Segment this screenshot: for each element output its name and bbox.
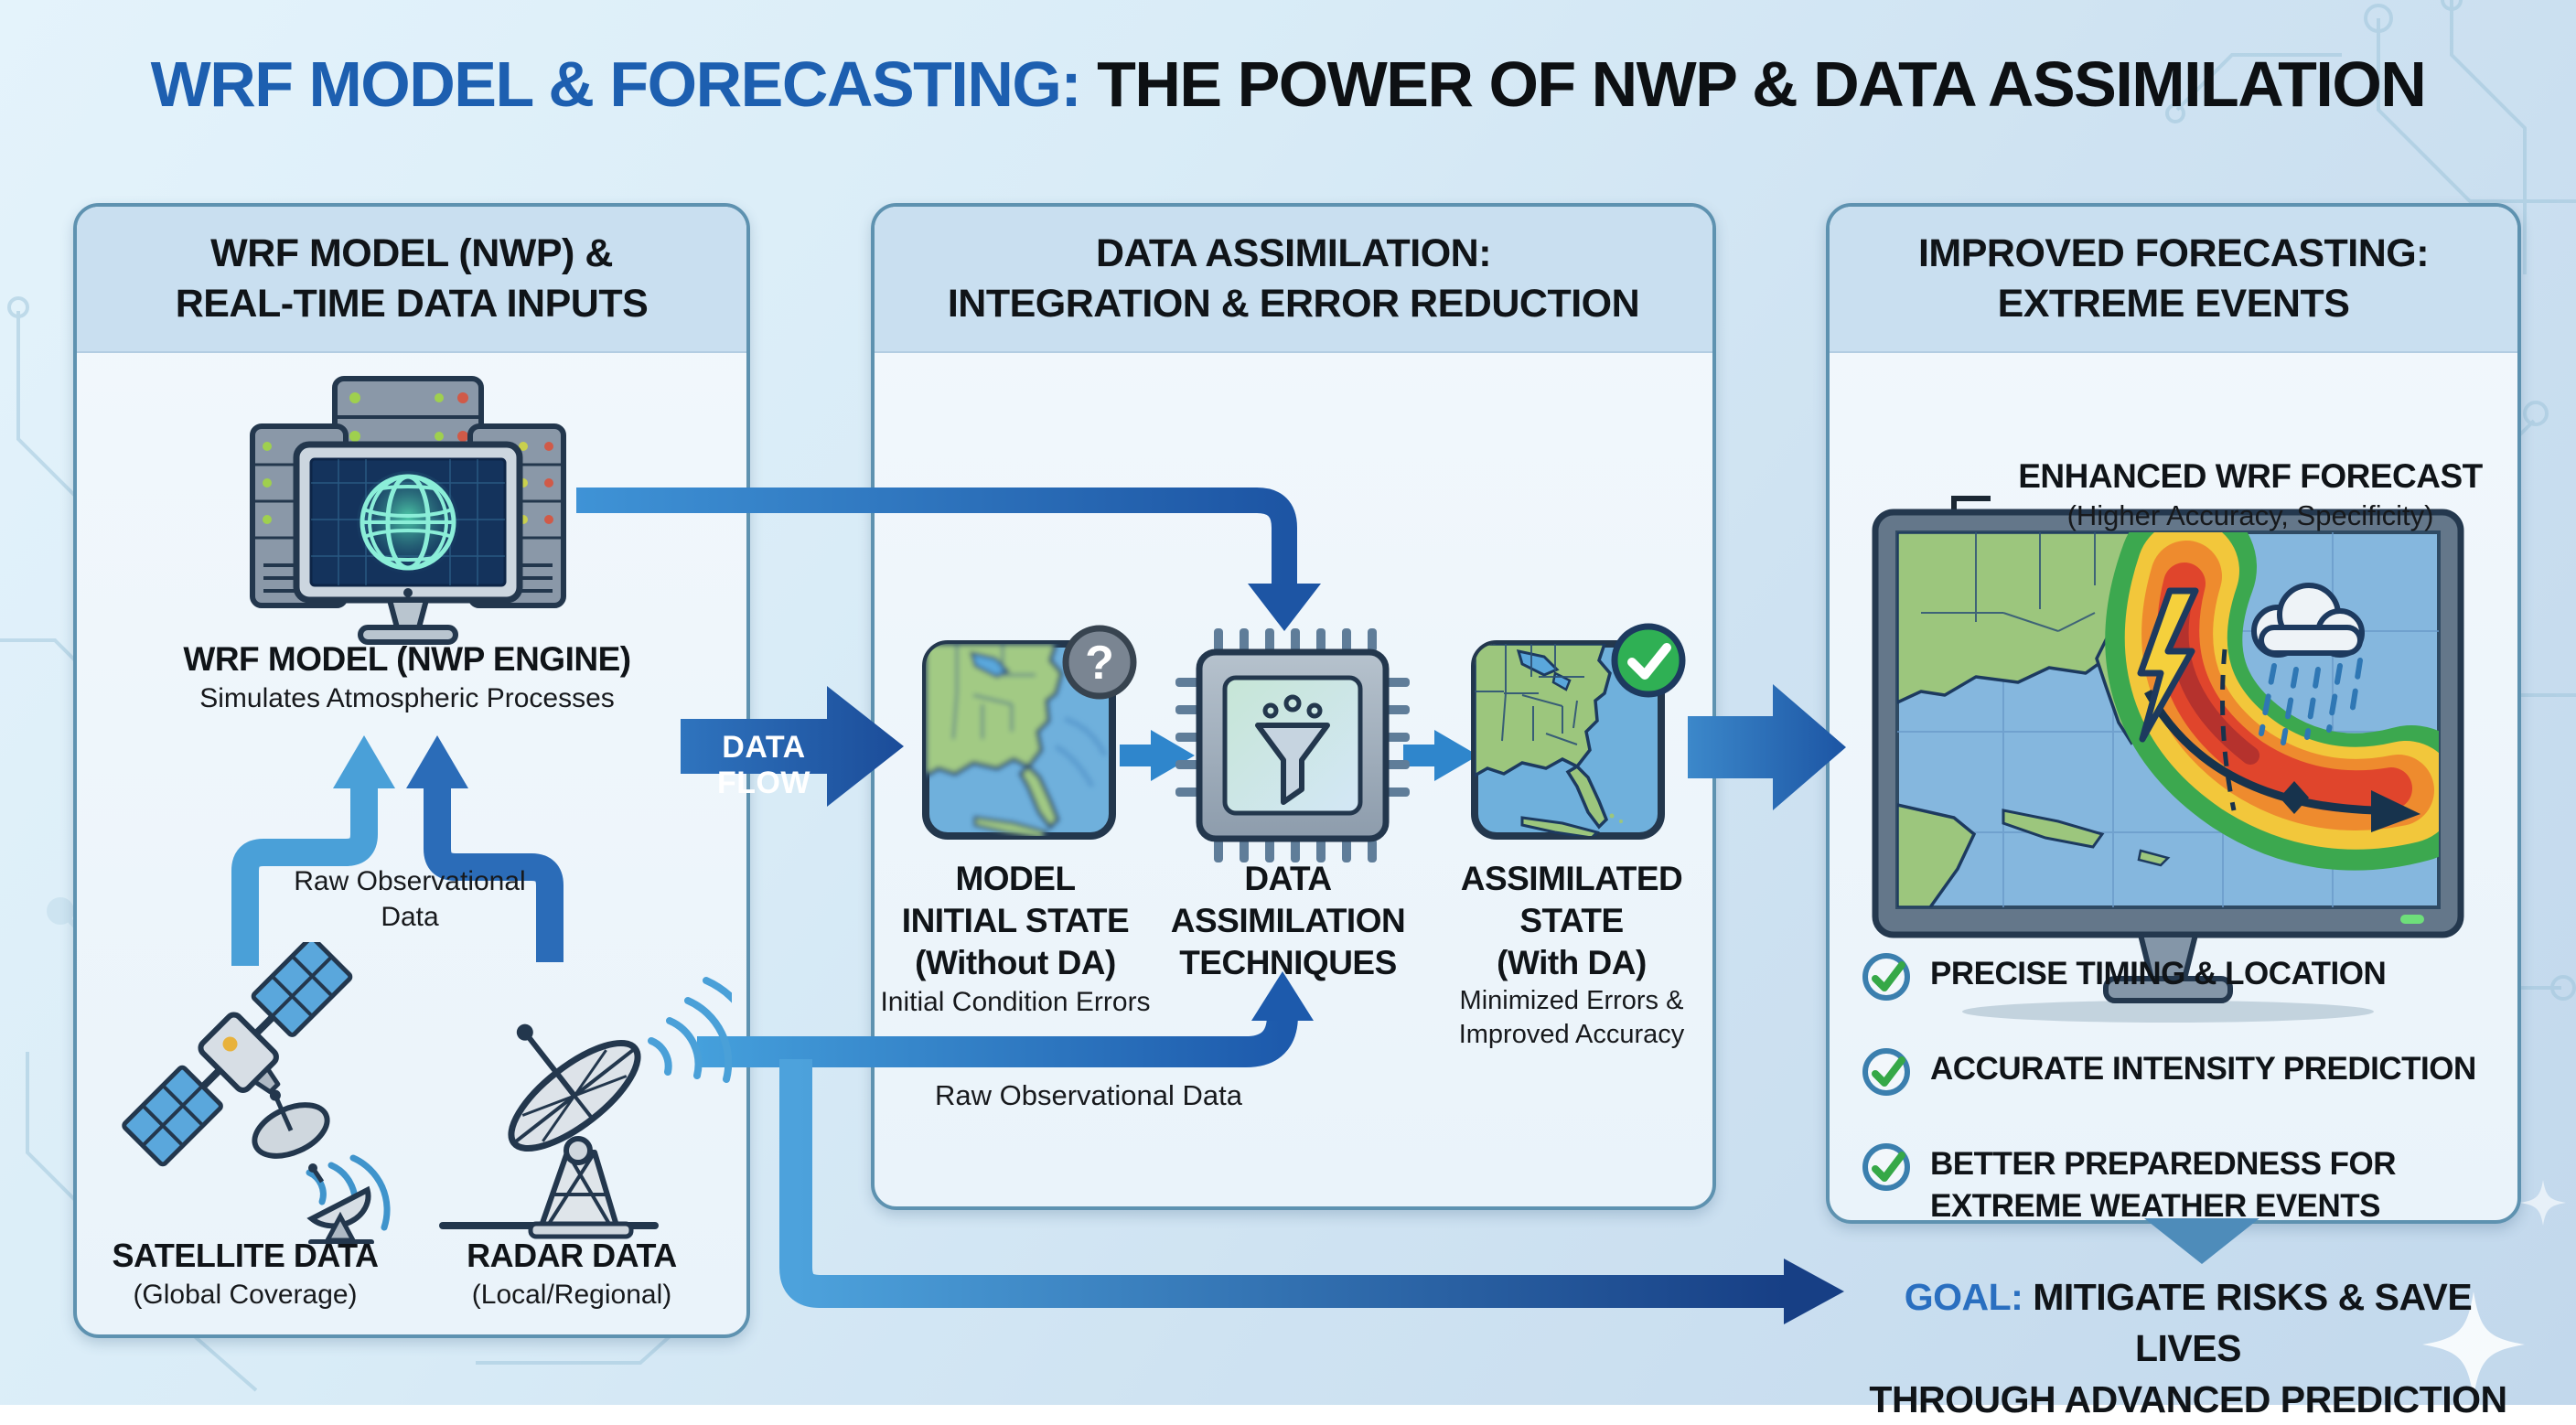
page-title-highlight: WRF MODEL & FORECASTING: xyxy=(150,48,1082,120)
wrf-model-title: WRF MODEL (NWP ENGINE) xyxy=(183,640,631,678)
goal-line1: MITIGATE RISKS & SAVE LIVES xyxy=(2023,1276,2473,1369)
goal-statement: GOAL: MITIGATE RISKS & SAVE LIVES THROUG… xyxy=(1848,1271,2528,1425)
satellite-data-title: SATELLITE DATA xyxy=(112,1237,379,1274)
techniques-line2: ASSIMILATION xyxy=(1170,902,1406,939)
raw-observational-data-label-assimilation: Raw Observational Data xyxy=(935,1079,1242,1111)
funnel-icon xyxy=(1255,694,1330,805)
raw-obs-line2: Data xyxy=(381,902,439,932)
radar-data-subtitle: (Local/Regional) xyxy=(471,1280,672,1310)
assimilated-subtitle-line2: Improved Accuracy xyxy=(1458,1020,1685,1049)
panel-data-assimilation-header-line1: DATA ASSIMILATION: xyxy=(1095,231,1492,275)
enhanced-forecast-callout: ENHANCED WRF FORECAST (Higher Accuracy, … xyxy=(1994,455,2506,533)
map-yucatan xyxy=(1897,803,1977,907)
satellite-dish xyxy=(252,1089,330,1159)
goal-label: GOAL: xyxy=(1904,1276,2023,1318)
initial-state-line2: INITIAL STATE xyxy=(901,902,1130,939)
data-flow-label: DATA FLOW xyxy=(716,730,811,800)
raw-observational-data-label-inputs: Raw Observational Data xyxy=(273,863,547,935)
panel-improved-forecasting-header: IMPROVED FORECASTING: EXTREME EVENTS xyxy=(1830,207,2517,353)
wrf-computer-servers-icon xyxy=(250,376,566,645)
satellite-icon xyxy=(122,942,391,1244)
panel-wrf-inputs-header-line1: WRF MODEL (NWP) & xyxy=(210,231,613,275)
panel-data-assimilation-header-line2: INTEGRATION & ERROR REDUCTION xyxy=(947,282,1640,326)
check-circle-icon xyxy=(1862,953,1910,1001)
question-badge-glyph: ? xyxy=(1085,637,1114,690)
page-title: WRF MODEL & FORECASTING: THE POWER OF NW… xyxy=(150,48,2427,121)
cone-center-dashed-line xyxy=(2220,648,2237,811)
panel-wrf-inputs-header: WRF MODEL (NWP) & REAL-TIME DATA INPUTS xyxy=(77,207,746,353)
assimilated-line1: ASSIMILATED xyxy=(1460,860,1683,897)
radar-dish-icon xyxy=(439,977,732,1239)
satellite-data-label: SATELLITE DATA (Global Coverage) xyxy=(108,1235,382,1312)
wrf-model-label: WRF MODEL (NWP ENGINE) Simulates Atmosph… xyxy=(165,638,649,716)
initial-state-label: MODEL INITIAL STATE (Without DA) Initial… xyxy=(878,858,1153,1020)
check-circle-icon xyxy=(1862,1048,1910,1096)
panel-wrf-inputs-header-line2: REAL-TIME DATA INPUTS xyxy=(175,282,649,326)
question-badge-icon: ? xyxy=(1062,625,1137,700)
map-cuba xyxy=(2002,809,2105,849)
storm-track-arrow xyxy=(2144,689,2420,832)
monitor-power-led xyxy=(2400,915,2424,924)
bullet-better-preparedness: BETTER PREPAREDNESS FOR EXTREME WEATHER … xyxy=(1861,1143,2446,1227)
techniques-line1: DATA xyxy=(1244,860,1332,897)
satellite-data-subtitle: (Global Coverage) xyxy=(133,1280,358,1310)
chip-pins xyxy=(1175,628,1410,862)
radar-signal-waves xyxy=(648,977,732,1083)
check-circle-icon xyxy=(1862,1143,1910,1191)
initial-state-line1: MODEL xyxy=(955,860,1076,897)
assimilated-state-label: ASSIMILATED STATE (With DA) Minimized Er… xyxy=(1434,858,1709,1052)
techniques-line3: TECHNIQUES xyxy=(1179,944,1397,981)
forecast-monitor-icon xyxy=(1872,509,2464,1023)
page-title-rest: THE POWER OF NWP & DATA ASSIMILATION xyxy=(1080,48,2427,120)
assimilated-line2: STATE xyxy=(1519,902,1624,939)
panel-improved-forecasting-header-line1: IMPROVED FORECASTING: xyxy=(1917,231,2430,275)
enhanced-forecast-title: ENHANCED WRF FORECAST xyxy=(2018,457,2483,495)
assimilated-subtitle-line1: Minimized Errors & xyxy=(1459,986,1684,1015)
assimilation-chip-icon xyxy=(1175,628,1410,862)
check-badge-icon xyxy=(1611,623,1686,698)
panel-improved-forecasting-header-line2: EXTREME EVENTS xyxy=(1997,282,2350,326)
monitor-globe-icon xyxy=(293,441,523,645)
enhanced-forecast-subtitle: (Higher Accuracy, Specificity) xyxy=(2066,499,2434,531)
wrf-model-subtitle: Simulates Atmospheric Processes xyxy=(199,683,615,713)
radar-data-label: RADAR DATA (Local/Regional) xyxy=(435,1235,709,1312)
bullet-precise-timing: PRECISE TIMING & LOCATION xyxy=(1861,953,2483,1002)
lightning-icon xyxy=(2137,587,2199,743)
initial-state-subtitle: Initial Condition Errors xyxy=(880,987,1151,1017)
raw-obs-line1: Raw Observational xyxy=(294,866,526,896)
rain-cloud-icon xyxy=(2251,583,2365,745)
radar-data-title: RADAR DATA xyxy=(467,1237,677,1274)
assimilated-line3: (With DA) xyxy=(1497,944,1647,981)
bullet-accurate-intensity: ACCURATE INTENSITY PREDICTION xyxy=(1861,1048,2483,1098)
ground-dish-icon xyxy=(306,1163,374,1244)
techniques-label: DATA ASSIMILATION TECHNIQUES xyxy=(1151,858,1425,984)
initial-state-line3: (Without DA) xyxy=(915,944,1116,981)
model-initial-state-map-icon xyxy=(922,640,1116,840)
goal-line2: THROUGH ADVANCED PREDICTION xyxy=(1869,1378,2507,1420)
panel-data-assimilation-header: DATA ASSIMILATION: INTEGRATION & ERROR R… xyxy=(875,207,1712,353)
